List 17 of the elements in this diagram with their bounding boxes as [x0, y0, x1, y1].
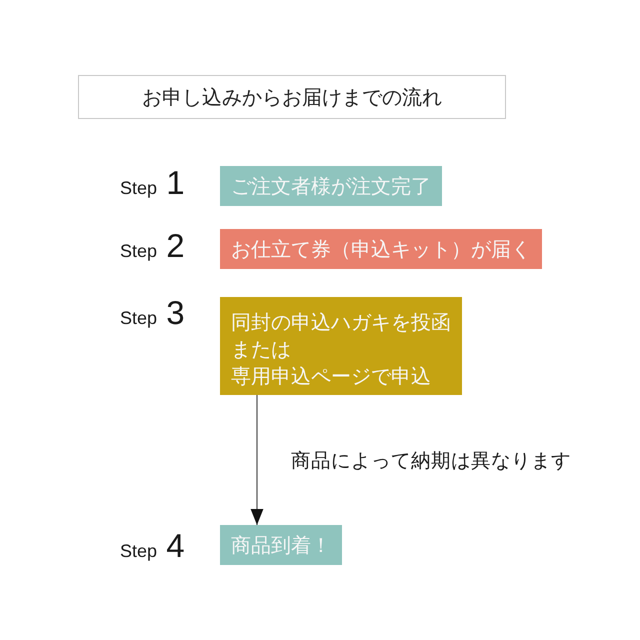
step-text: ご注文者様が注文完了 — [231, 174, 431, 198]
step-box — [220, 229, 542, 269]
arrow — [250, 395, 264, 525]
step-box — [220, 525, 342, 565]
edge-label: 商品によって納期は異なります — [290, 448, 572, 474]
step-text: 商品到着！ — [231, 533, 331, 557]
step-label: Step 4 — [120, 528, 185, 564]
step-text: 専用申込ページで申込 — [231, 362, 432, 390]
step-text: または — [231, 336, 292, 362]
step-text: お仕立て券（申込キット）が届く — [231, 237, 531, 261]
step-label: Step 3 — [120, 295, 185, 331]
title-banner: お申し込みからお届けまでの流れ — [78, 75, 506, 119]
step-label: Step 1 — [120, 165, 185, 201]
step-box — [220, 297, 462, 395]
step-text: 同封の申込ハガキを投函 — [231, 308, 451, 336]
step-box — [220, 166, 442, 206]
step-label: Step 2 — [120, 228, 185, 264]
